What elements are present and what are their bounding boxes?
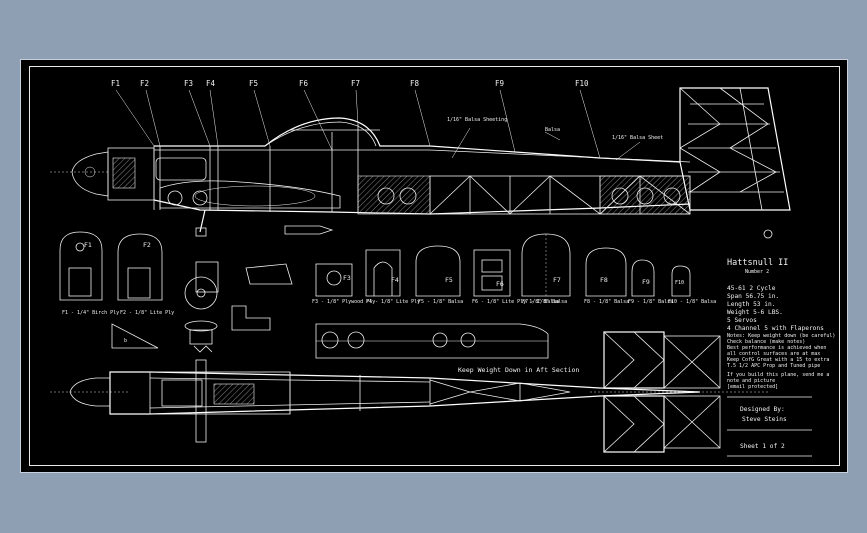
svg-text:F2: F2	[143, 241, 151, 249]
spec-line: 5 Servos	[727, 317, 757, 324]
sheet-note: 1/16" Balsa Sheet	[612, 135, 663, 141]
former-caption: F7 - 1/8" Balsa	[522, 299, 567, 305]
former-label: F5	[249, 79, 258, 88]
contact-line: note and picture	[727, 378, 775, 384]
former-caption: F1 - 1/4" Birch Ply	[62, 310, 119, 316]
balsa-note: Balsa	[545, 127, 560, 133]
plan-subtitle: Number 2	[745, 269, 769, 275]
svg-text:F10: F10	[675, 280, 684, 286]
former-caption: F5 - 1/8" Balsa	[418, 299, 463, 305]
sheeting-note: 1/16" Balsa Sheeting	[447, 117, 507, 123]
title-block: Hattsnull II Number 2 45-61 2 Cycle Span…	[727, 258, 835, 457]
svg-text:F7: F7	[553, 276, 561, 284]
note-line: T.5 1/2 APC Prop and Tuned pipe	[727, 363, 820, 369]
note-line: Notes: Keep weight down (be careful)	[727, 333, 835, 339]
note-line: Keep CofG Great with a 15 to extra	[727, 357, 829, 363]
spec-line: Span 56.75 in.	[727, 293, 779, 300]
former-caption: F4 - 1/8" Lite Ply	[366, 299, 420, 305]
plan-title: Hattsnull II	[727, 258, 788, 268]
former-labels: F1 F2 F3 F4 F5 F6 F7 F8 F9 F10	[111, 79, 601, 159]
svg-text:F3: F3	[343, 274, 351, 282]
former-details: F1 F2 b F3 F4 F5 F6 F7 F8	[59, 231, 691, 359]
spec-line: 45-61 2 Cycle	[727, 285, 776, 292]
note-line: Check balance (make notes)	[727, 339, 805, 345]
former-label: F1	[111, 79, 120, 88]
former-caption: F6 - 1/8" Lite Ply 1/8" Balsa	[472, 299, 559, 305]
former-caption: F2 - 1/8" Lite Ply	[120, 310, 174, 316]
note-line: Best performance is achieved when	[727, 345, 826, 351]
former-caption: F10 - 1/8" Balsa	[668, 299, 716, 305]
former-caption: F9 - 1/8" Balsa	[628, 299, 673, 305]
contact-line: [email protected]	[727, 384, 778, 390]
svg-text:F6: F6	[496, 280, 504, 288]
svg-text:b: b	[124, 338, 127, 344]
note-line: all control surfaces are at max	[727, 351, 820, 357]
former-label: F8	[410, 79, 420, 88]
former-captions: F1 - 1/4" Birch Ply F2 - 1/8" Lite Ply F…	[62, 299, 716, 316]
drawing-sheet	[20, 59, 848, 473]
former-label: F6	[299, 79, 309, 88]
spec-line: Weight 5-6 LBS.	[727, 309, 783, 316]
former-caption: F3 - 1/8" Plywood Ply	[312, 299, 375, 305]
former-label: F10	[575, 79, 589, 88]
former-caption: F8 - 1/8" Balsa	[584, 299, 629, 305]
svg-text:F5: F5	[445, 276, 453, 284]
former-label: F2	[140, 79, 149, 88]
spec-line: 4 Channel 5 with Flaperons	[727, 325, 824, 332]
sheet-number: Sheet 1 of 2	[740, 443, 785, 450]
contact-line: If you build this plane, send me a	[727, 372, 829, 378]
svg-text:F8: F8	[600, 276, 608, 284]
spec-line: Length 53 in.	[727, 301, 775, 308]
drawing-border	[29, 66, 840, 466]
former-label: F4	[206, 79, 216, 88]
svg-text:F9: F9	[642, 278, 650, 286]
svg-text:F1: F1	[84, 241, 92, 249]
svg-text:F4: F4	[391, 276, 399, 284]
designed-by-label: Designed By:	[740, 406, 785, 413]
designer-name: Steve Steins	[742, 416, 787, 423]
fuselage-top-view	[50, 331, 770, 453]
former-label: F9	[495, 79, 504, 88]
former-label: F3	[184, 79, 193, 88]
fuselage-side-view	[50, 87, 791, 239]
former-label: F7	[351, 79, 360, 88]
aft-section-note: Keep Weight Down in Aft Section	[458, 366, 579, 374]
